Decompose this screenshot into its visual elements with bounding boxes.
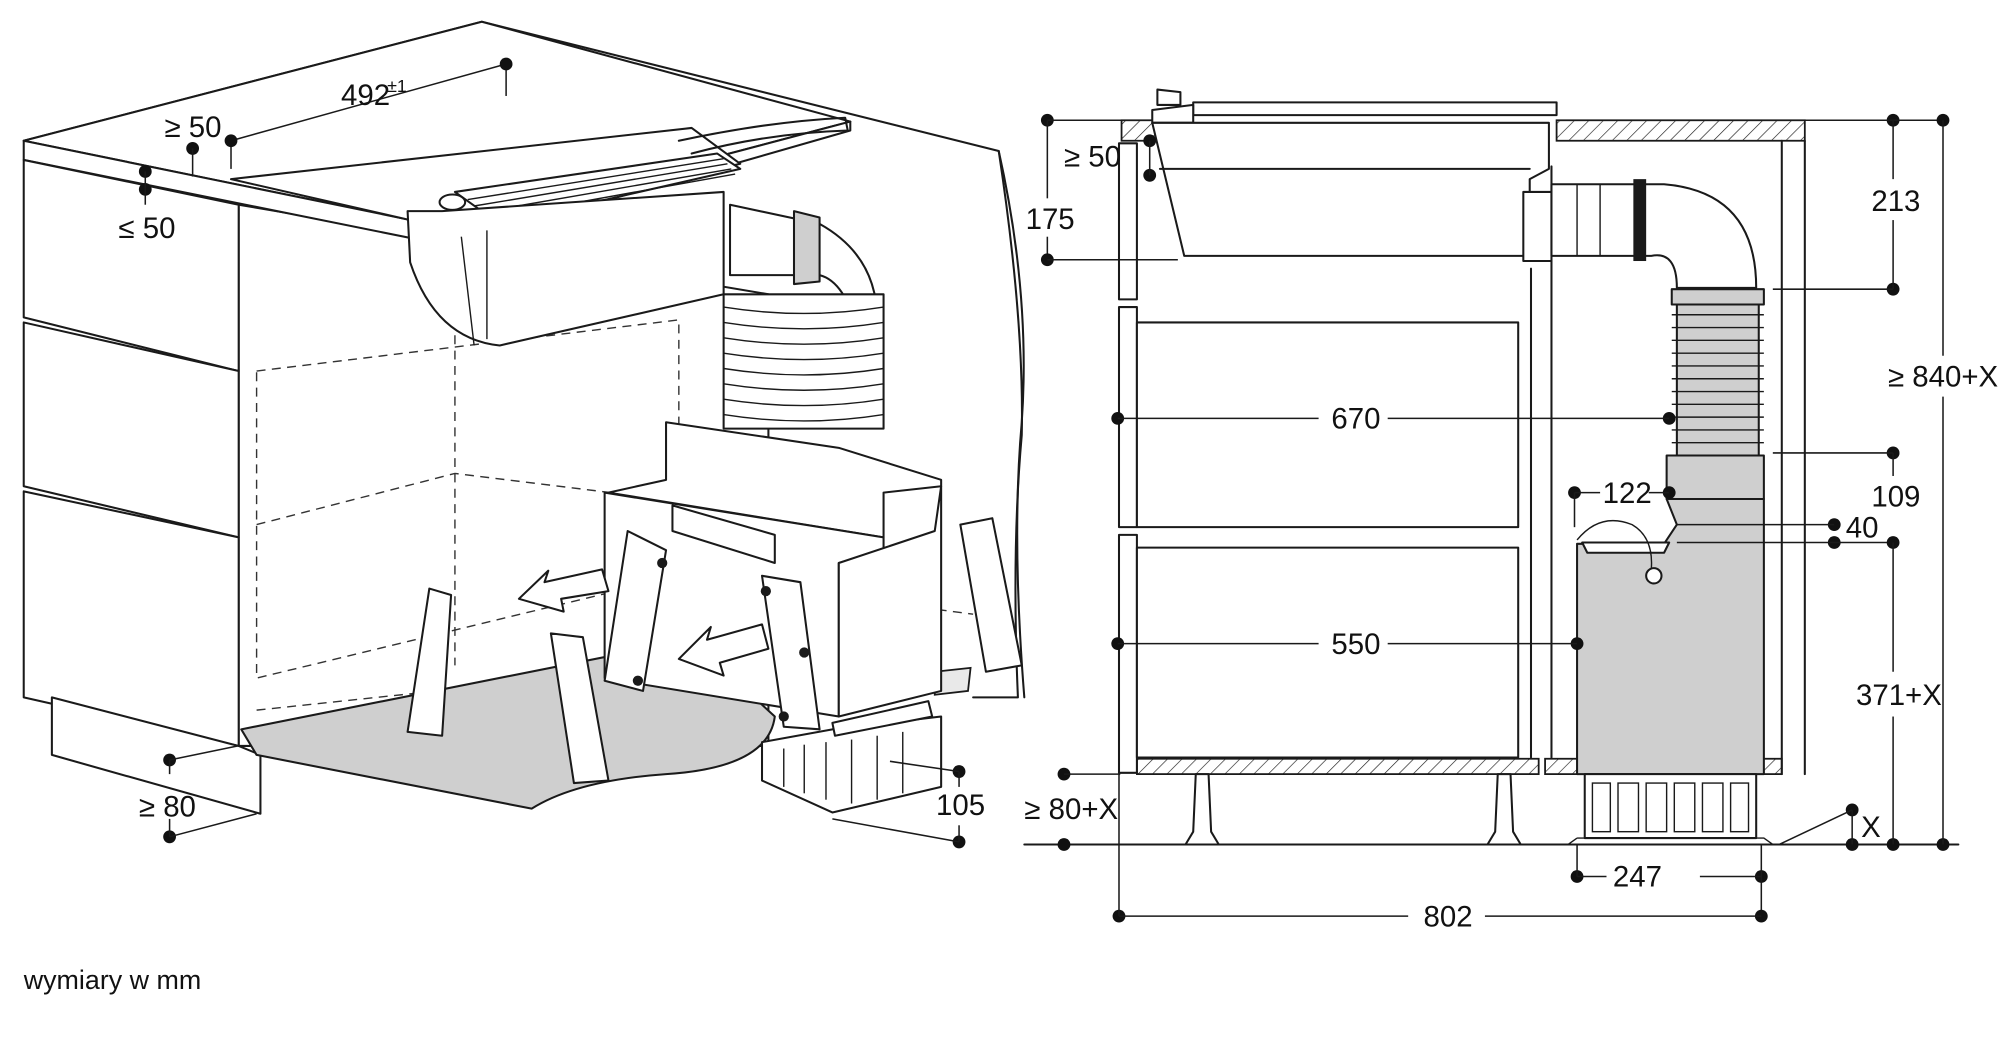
control-knob: [438, 193, 467, 211]
front-panel-bottom: [1117, 533, 1138, 774]
duct-elbow-pipe: [1550, 183, 1758, 289]
filter-clip: [1581, 541, 1671, 554]
drawer-670: [1135, 321, 1520, 529]
cooktop-section: [1151, 88, 1558, 263]
dim-plinth-label: ≥ 80: [139, 790, 196, 823]
back-wall-outline: [22, 20, 1023, 699]
drawer-550: [1135, 546, 1520, 759]
panel-c: [603, 529, 668, 692]
bellows-collar: [1665, 454, 1765, 501]
dim-width-label: 492: [341, 79, 390, 112]
drawer-fronts: [22, 158, 262, 815]
arrow-left-icon-2: [677, 623, 770, 677]
screw-icon: [1645, 567, 1663, 585]
panel-e: [959, 517, 1023, 673]
vent-knob: [1156, 88, 1182, 106]
arrow-left-icon: [517, 568, 610, 613]
section-view: ≥ 50 175 670 550 122 40 213 109 ≥ 840+X …: [1023, 88, 1998, 933]
leg-front: [1184, 773, 1220, 846]
dim-550-label: 550: [1331, 628, 1380, 661]
cooktop-extractor: [229, 116, 849, 347]
dim-40-label: 40: [1846, 511, 1879, 544]
dim-175-label: 175: [1026, 203, 1075, 236]
dim-back-gap-label: ≥ 50: [164, 111, 221, 144]
removable-panels: [406, 517, 1023, 785]
panel-a: [406, 587, 453, 737]
dim-802-label: 802: [1424, 900, 1473, 933]
filter-module-body: [1576, 497, 1765, 776]
dim-670-label: 670: [1331, 403, 1380, 436]
panel-d: [760, 574, 821, 731]
filter-module-section: [1567, 497, 1774, 846]
panel-b: [549, 632, 610, 785]
worktop-back-section: [1555, 119, 1806, 142]
iso-dimensions: [138, 57, 966, 849]
bellows-section: [1665, 303, 1765, 501]
cooktop-glass-section: [1192, 101, 1558, 117]
duct-seal-ring: [1633, 179, 1647, 262]
dim-x-label: X: [1861, 811, 1881, 844]
section-dimensions: [1040, 113, 1950, 923]
dim-top-gap-label: ≥ 50: [1064, 140, 1121, 173]
isometric-view: 492 ±1 ≥ 50 ≤ 50 ≥ 80 105: [22, 20, 1026, 849]
cooktop-glass: [229, 126, 742, 232]
dim-371-label: 371+X: [1856, 679, 1942, 712]
duct-elbow-section: [1550, 179, 1765, 306]
back-wall-curve: [997, 149, 1026, 699]
dim-module-label: 105: [936, 789, 985, 822]
bellows-pipe: [722, 293, 885, 430]
duct-system-iso: [722, 203, 885, 430]
dim-109-label: 109: [1871, 481, 1920, 514]
dim-width-tolerance: ±1: [387, 76, 407, 96]
dim-247-label: 247: [1613, 861, 1662, 894]
dim-122-label: 122: [1603, 477, 1652, 510]
module-handle: [671, 504, 776, 565]
plinth: [50, 696, 262, 815]
module-top: [607, 421, 943, 539]
dim-213-label: 213: [1871, 185, 1920, 218]
cabinet-base-left: [1136, 757, 1540, 776]
module-side: [837, 485, 943, 718]
dim-total-height-label: ≥ 840+X: [1888, 360, 1998, 393]
dim-front-gap-label: ≤ 50: [118, 212, 175, 245]
front-panel-top: [1117, 142, 1138, 301]
dim-plinth-label-section: ≥ 80+X: [1024, 793, 1118, 826]
filter-module-iso: [603, 421, 943, 814]
units-caption: wymiary w mm: [23, 965, 202, 995]
leg-back: [1486, 773, 1522, 846]
fan-base: [1583, 773, 1758, 840]
duct-ring: [792, 210, 821, 286]
extractor-section: [1151, 121, 1550, 257]
